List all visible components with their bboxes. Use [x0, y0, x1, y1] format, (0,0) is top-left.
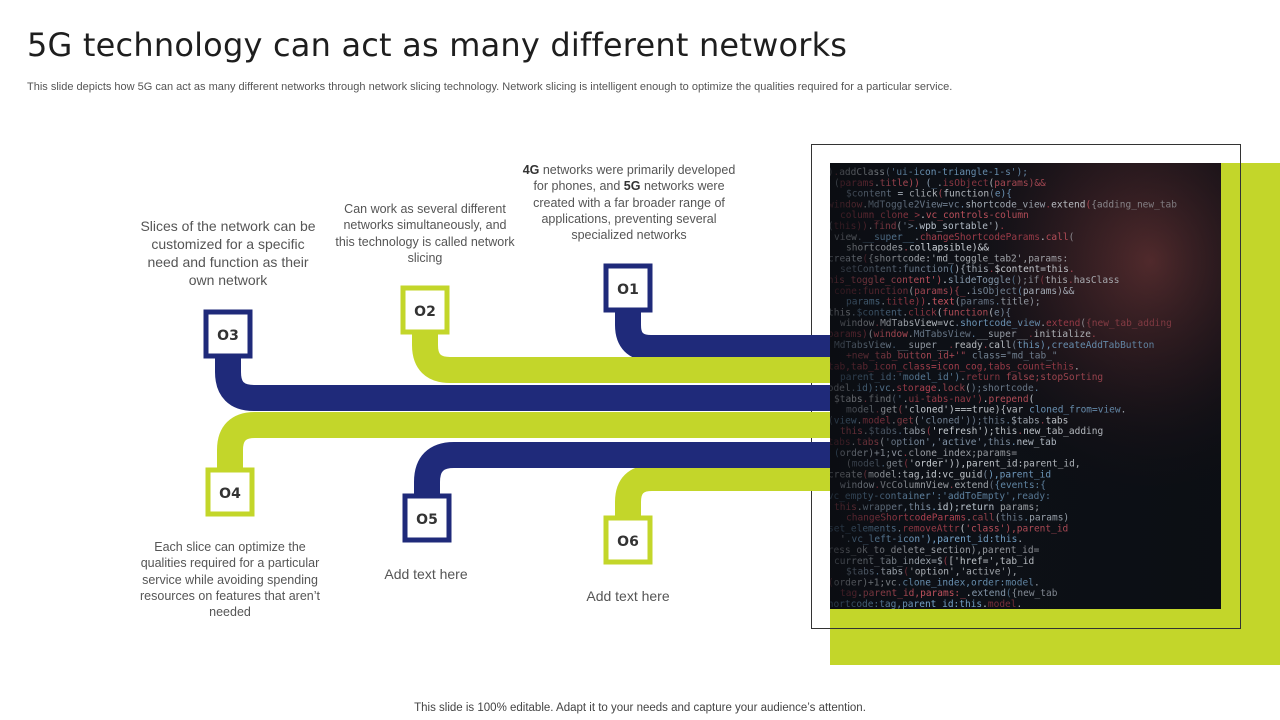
text-02: Can work as several different networks s… — [335, 202, 515, 265]
node-02: O2 — [400, 285, 450, 335]
node-03: O3 — [203, 309, 253, 359]
node-06: O6 — [603, 515, 653, 565]
text-03: Slices of the network can be customized … — [140, 218, 316, 288]
node-04-label: O4 — [219, 486, 241, 502]
node-03-label: O3 — [217, 328, 239, 344]
pipe-02 — [412, 310, 830, 383]
pipe-04 — [217, 412, 830, 492]
node-02-label: O2 — [414, 304, 436, 320]
node-01-label: O1 — [617, 282, 639, 298]
node-06-label: O6 — [617, 534, 639, 550]
node-01: O1 — [603, 263, 653, 313]
pipe-01 — [615, 289, 830, 361]
code-screen-photo: }).addClass('ui-icon-triangle-1-s');(par… — [830, 163, 1221, 609]
pipe-05 — [414, 442, 830, 518]
text-04: Each slice can optimize the qualities re… — [140, 540, 320, 619]
text-05: Add text here — [384, 566, 468, 582]
text-01: 4G networks were primarily developed for… — [522, 163, 736, 242]
text-06: Add text here — [586, 588, 670, 604]
node-04: O4 — [205, 467, 255, 517]
footer-note: This slide is 100% editable. Adapt it to… — [414, 702, 866, 714]
page-subtitle: This slide depicts how 5G can act as man… — [27, 81, 953, 93]
pipe-03 — [215, 334, 830, 411]
page-title: 5G technology can act as many different … — [27, 26, 848, 64]
node-05: O5 — [402, 493, 452, 543]
pipe-06 — [615, 465, 830, 540]
node-05-label: O5 — [416, 512, 438, 528]
